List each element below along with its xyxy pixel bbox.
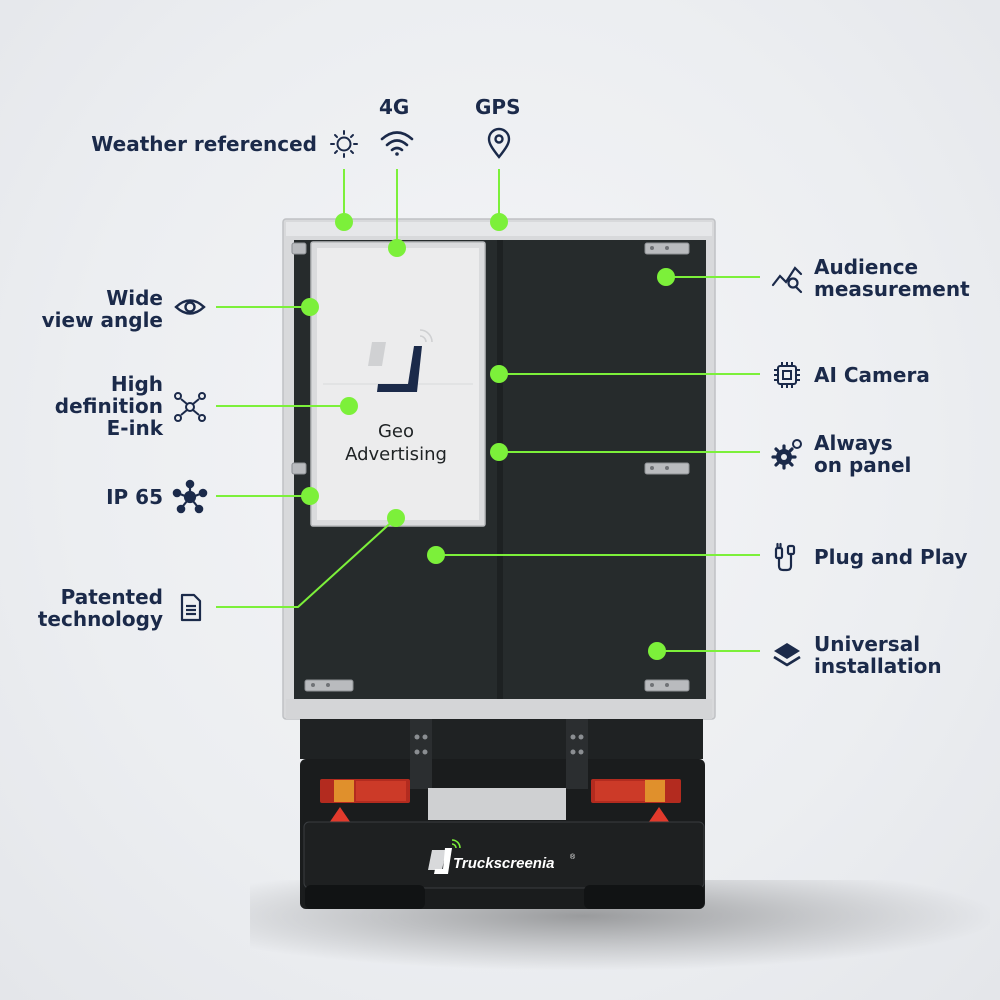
label-gps: GPS bbox=[475, 96, 520, 118]
label-line: Audience bbox=[814, 255, 919, 279]
label-ip65: IP 65 bbox=[106, 486, 163, 508]
label-line: IP 65 bbox=[106, 485, 163, 509]
callout-4g bbox=[388, 169, 406, 257]
callouts bbox=[216, 169, 760, 660]
tail-light-left bbox=[320, 779, 410, 803]
label-line: installation bbox=[814, 654, 942, 678]
label-universal-installation: Universal installation bbox=[814, 633, 942, 677]
eink-screen: Geo Advertising bbox=[310, 241, 486, 527]
callout-dot bbox=[490, 365, 508, 383]
label-line: view angle bbox=[41, 308, 163, 332]
label-line: technology bbox=[37, 607, 163, 631]
label-line: measurement bbox=[814, 277, 970, 301]
callout-dot bbox=[427, 546, 445, 564]
callout-dot bbox=[301, 298, 319, 316]
analytics-search-icon bbox=[771, 266, 803, 294]
brand-mark: ® bbox=[570, 853, 576, 861]
callout-plug-play bbox=[427, 546, 760, 564]
location-pin-icon bbox=[487, 127, 511, 159]
label-line: E-ink bbox=[106, 416, 163, 440]
label-line: Wide bbox=[106, 286, 163, 310]
brand-name: Truckscreenia bbox=[453, 855, 554, 872]
molecule-icon bbox=[172, 479, 208, 514]
label-line: Patented bbox=[60, 585, 163, 609]
callout-dot bbox=[301, 487, 319, 505]
screen-text-line2: Advertising bbox=[345, 444, 447, 465]
callout-ai-camera bbox=[490, 365, 760, 383]
label-line: definition bbox=[54, 394, 163, 418]
label-line: AI Camera bbox=[814, 363, 930, 387]
network-icon bbox=[174, 392, 206, 422]
label-line: GPS bbox=[475, 95, 521, 119]
gears-icon bbox=[771, 439, 802, 470]
sun-icon bbox=[330, 130, 358, 158]
callout-universal bbox=[648, 642, 760, 660]
label-patented-technology: Patented technology bbox=[38, 586, 163, 630]
callout-weather bbox=[335, 169, 353, 231]
callout-patented bbox=[216, 509, 405, 608]
callout-always-on bbox=[490, 443, 760, 461]
wifi-icon bbox=[380, 131, 414, 156]
callout-dot bbox=[335, 213, 353, 231]
screen-logo-icon bbox=[368, 329, 433, 392]
label-weather-referenced: Weather referenced bbox=[91, 133, 317, 155]
mud-flap bbox=[303, 821, 705, 889]
callout-dot bbox=[648, 642, 666, 660]
callout-dot bbox=[490, 443, 508, 461]
callout-audience bbox=[657, 268, 760, 286]
layers-icon bbox=[773, 643, 801, 667]
label-line: Universal bbox=[814, 632, 921, 656]
callout-dot bbox=[490, 213, 508, 231]
label-wide-view-angle: Wide view angle bbox=[42, 287, 163, 331]
callout-dot bbox=[388, 239, 406, 257]
label-line: 4G bbox=[379, 95, 410, 119]
label-always-on-panel: Always on panel bbox=[814, 432, 911, 476]
chip-icon bbox=[774, 362, 800, 388]
label-high-definition-eink: High definition E-ink bbox=[55, 373, 163, 439]
label-line: on panel bbox=[814, 453, 912, 477]
screen-text-line1: Geo bbox=[378, 421, 414, 442]
label-line: Always bbox=[814, 431, 893, 455]
eye-icon bbox=[174, 299, 206, 315]
tail-light-right bbox=[591, 779, 681, 803]
label-audience-measurement: Audience measurement bbox=[814, 256, 970, 300]
callout-gps bbox=[490, 169, 508, 231]
callout-dot bbox=[340, 397, 358, 415]
label-line: Weather referenced bbox=[91, 132, 317, 156]
callout-dot bbox=[657, 268, 675, 286]
callout-line bbox=[216, 517, 397, 608]
plug-icon bbox=[774, 542, 796, 572]
label-line: Plug and Play bbox=[814, 545, 968, 569]
callout-eink bbox=[216, 397, 358, 415]
callout-dot bbox=[387, 509, 405, 527]
chassis bbox=[300, 719, 703, 759]
callout-ip65 bbox=[216, 487, 319, 505]
brand-logo: Truckscreenia ® bbox=[428, 839, 576, 874]
label-ai-camera: AI Camera bbox=[814, 364, 930, 386]
license-plate-area bbox=[428, 788, 566, 820]
label-line: High bbox=[110, 372, 163, 396]
document-icon bbox=[180, 593, 202, 622]
label-4g: 4G bbox=[379, 96, 409, 118]
label-plug-and-play: Plug and Play bbox=[814, 546, 967, 568]
callout-wide-view bbox=[216, 298, 319, 316]
